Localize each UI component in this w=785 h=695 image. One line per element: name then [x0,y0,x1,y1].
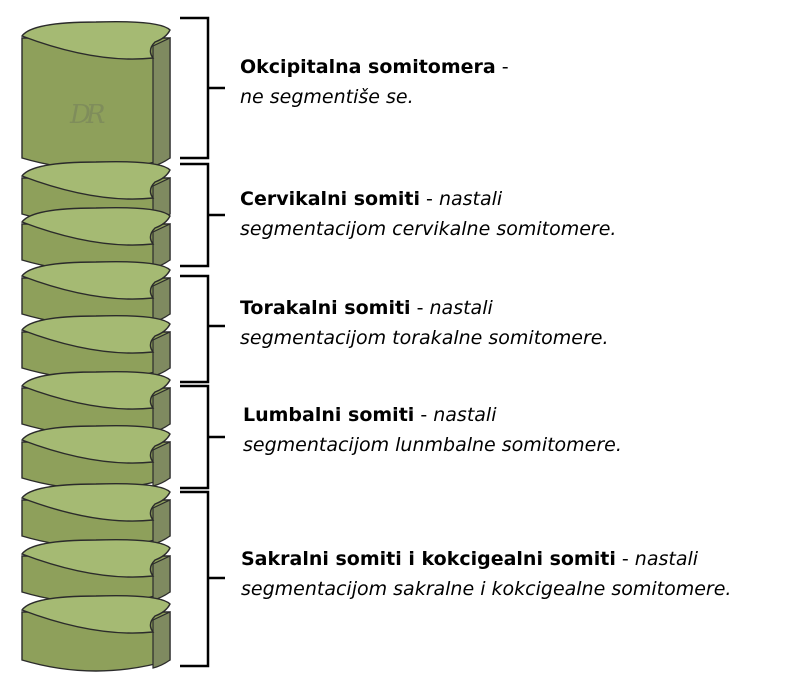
group-description: segmentacijom cervikalne somitomere. [240,218,617,240]
group-label-line1: Cervikalni somiti - nastali [240,184,616,214]
sacral-somite-1 [20,483,171,548]
group-title: Okcipitalna somitomera [240,56,496,78]
group-label-torakalni: Torakalni somiti - nastali segmentacijom… [240,293,609,353]
group-title-suffix: nastali [433,404,497,426]
somite-column [20,21,171,672]
group-separator: - [615,548,635,570]
group-title: Torakalni somiti [240,297,411,319]
group-title-suffix: nastali [438,188,503,210]
dr-monogram-watermark: DR [70,100,105,130]
group-title: Cervikalni somiti [240,188,420,210]
group-label-cervikalni: Cervikalni somiti - nastali segmentacijo… [240,184,616,244]
group-label-okcipitalna: Okcipitalna somitomera - ne segmentiše s… [240,52,509,112]
bracket-2 [180,274,225,384]
lumbar-somite-2 [20,425,171,490]
group-label-line1: Okcipitalna somitomera - [240,52,509,82]
group-title-suffix: nastali [634,548,699,570]
occipital-somitomere-segment [20,21,171,170]
thoracic-somite-2 [20,315,171,380]
group-separator: - [420,188,439,210]
sacral-somite-2 [20,539,171,604]
group-description: segmentacijom lunmbalne somitomere. [243,434,622,456]
group-label-sakralni: Sakralni somiti i kokcigealni somiti - n… [241,544,731,604]
group-description: segmentacijom torakalne somitomere. [240,327,609,349]
group-description: segmentacijom sakralne i kokcigealne som… [241,578,732,600]
bracket-4 [180,490,225,668]
brackets [180,16,225,668]
group-separator: - [495,56,509,78]
group-label-lumbalni: Lumbalni somiti - nastali segmentacijom … [243,400,622,460]
bracket-3 [180,384,225,490]
group-title: Lumbalni somiti [243,404,415,426]
bracket-1 [180,162,225,268]
group-title: Sakralni somiti i kokcigealni somiti [241,548,616,570]
group-separator: - [414,404,434,426]
thoracic-somite-1 [20,261,171,326]
group-label-line1: Torakalni somiti - nastali [240,293,609,323]
coccygeal-somite [20,595,171,672]
group-separator: - [410,297,430,319]
group-label-line1: Lumbalni somiti - nastali [243,400,622,430]
group-description: ne segmentiše se. [240,86,414,108]
group-title-suffix: nastali [429,297,493,319]
group-label-line1: Sakralni somiti i kokcigealni somiti - n… [241,544,731,574]
lumbar-somite-1 [20,371,171,436]
bracket-0 [180,16,225,160]
